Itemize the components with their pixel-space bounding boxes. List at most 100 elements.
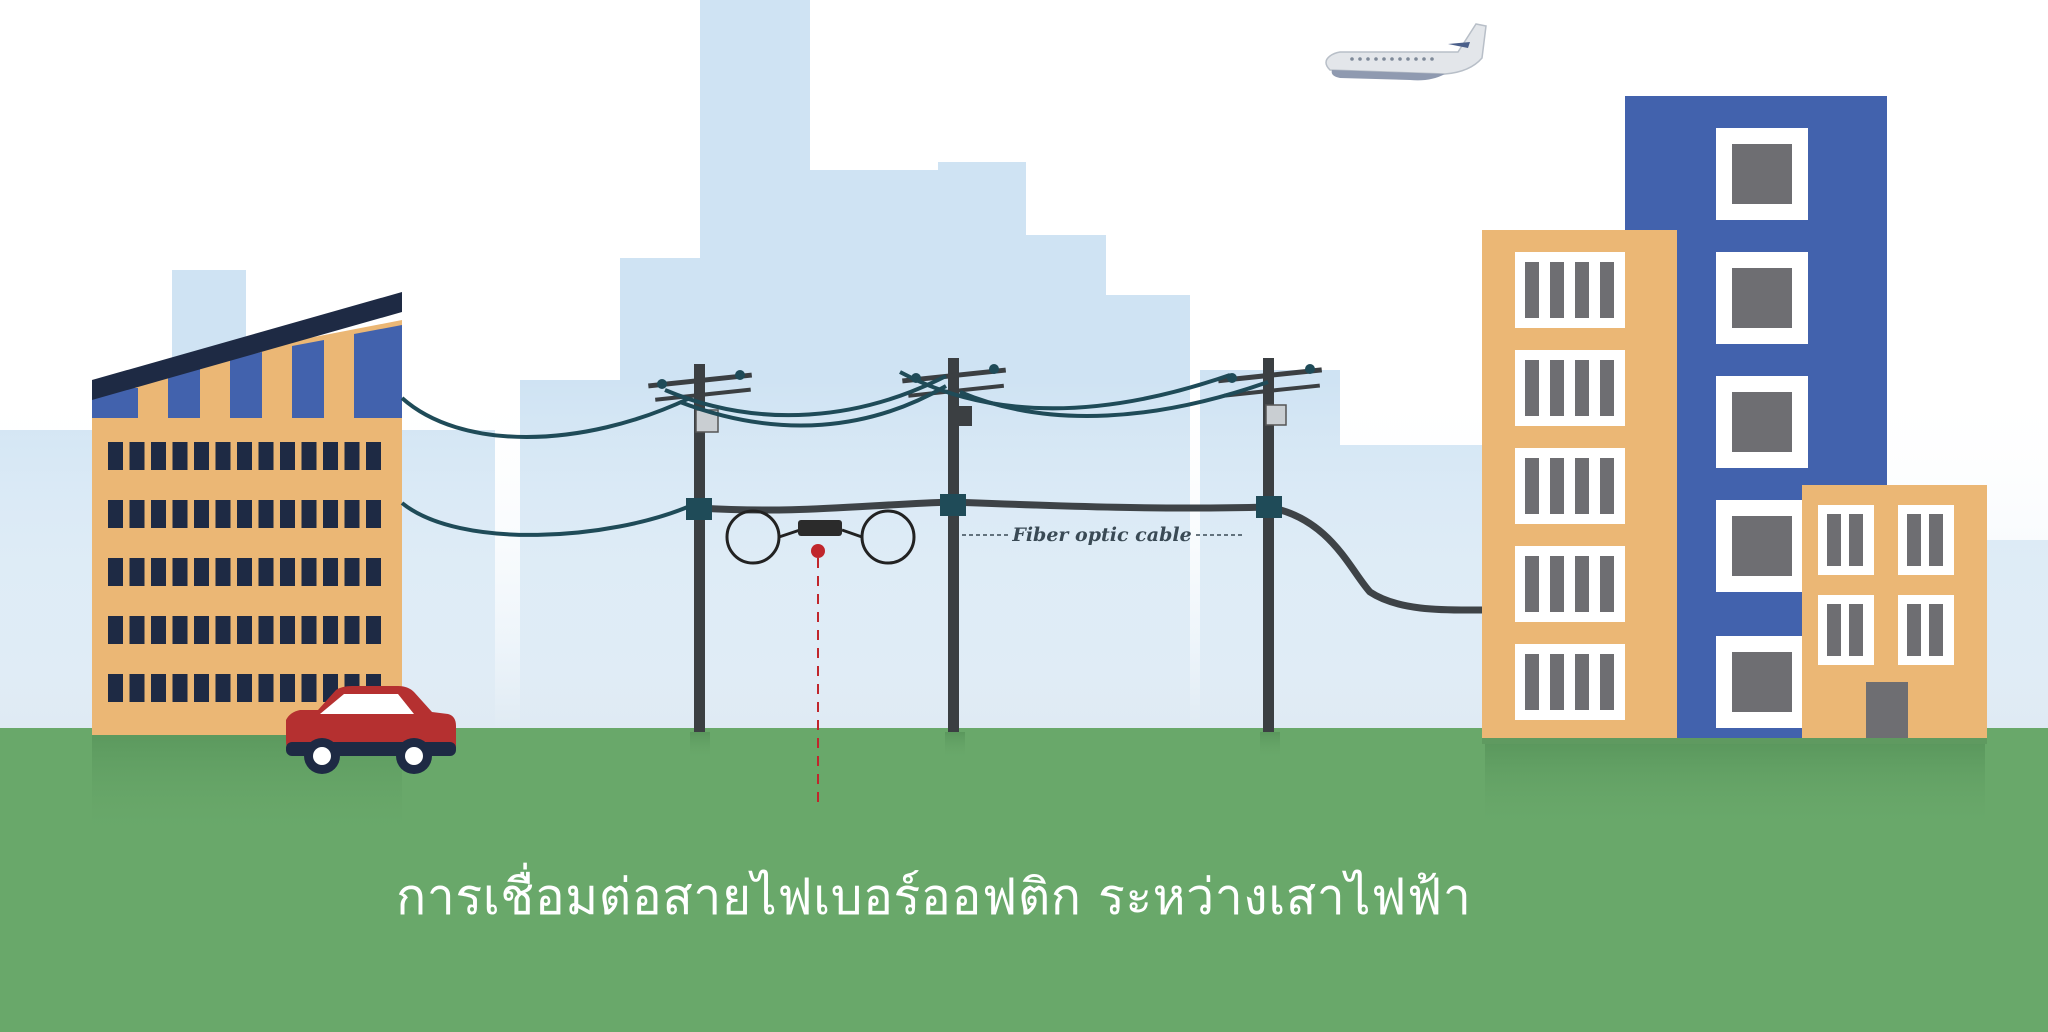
- window: [237, 616, 252, 644]
- window: [301, 442, 317, 470]
- window: [215, 616, 231, 644]
- window: [258, 558, 274, 586]
- window: [1525, 262, 1539, 318]
- apartment-building: [1482, 230, 1677, 742]
- window: [1849, 604, 1863, 656]
- window: [1600, 458, 1614, 514]
- splice-marker: [811, 544, 825, 558]
- apartment-windows: [1515, 252, 1625, 720]
- window: [1575, 262, 1589, 318]
- window: [172, 442, 188, 470]
- window: [301, 674, 317, 702]
- window: [323, 442, 338, 470]
- window: [194, 558, 209, 586]
- window: [151, 500, 166, 528]
- fiber-splice-enclosure: [725, 509, 916, 810]
- window: [301, 500, 317, 528]
- window: [108, 558, 123, 586]
- window: [344, 558, 360, 586]
- utility-pole: [648, 364, 753, 732]
- airplane-icon: [1325, 23, 1487, 81]
- window: [366, 558, 381, 586]
- window: [151, 674, 166, 702]
- window: [1827, 604, 1841, 656]
- window: [1575, 458, 1589, 514]
- window: [129, 558, 145, 586]
- window: [1600, 654, 1614, 710]
- building-left: [92, 292, 402, 735]
- window: [1550, 654, 1564, 710]
- window: [1575, 556, 1589, 612]
- window: [108, 674, 123, 702]
- window: [323, 558, 338, 586]
- window: [1600, 556, 1614, 612]
- window: [215, 674, 231, 702]
- window: [129, 500, 145, 528]
- window: [280, 442, 295, 470]
- window: [237, 442, 252, 470]
- window: [1600, 360, 1614, 416]
- window: [237, 674, 252, 702]
- window: [1550, 458, 1564, 514]
- window: [258, 674, 274, 702]
- window: [366, 442, 381, 470]
- window: [1525, 360, 1539, 416]
- window: [1818, 595, 1874, 665]
- window: [194, 500, 209, 528]
- window: [1849, 514, 1863, 566]
- window: [172, 500, 188, 528]
- window: [237, 558, 252, 586]
- window: [1575, 360, 1589, 416]
- building-shadow: [1485, 742, 1985, 832]
- utility-pole: [1218, 358, 1323, 732]
- overhead-wires: [400, 370, 1269, 537]
- window: [151, 442, 166, 470]
- fiber-optic-cable: [686, 494, 1483, 614]
- window: [108, 442, 123, 470]
- window: [1818, 505, 1874, 575]
- window: [151, 616, 166, 644]
- window: [280, 616, 295, 644]
- window: [258, 616, 274, 644]
- window: [215, 442, 231, 470]
- window: [108, 616, 123, 644]
- window: [323, 500, 338, 528]
- window: [194, 442, 209, 470]
- window: [280, 674, 295, 702]
- window: [215, 558, 231, 586]
- window: [194, 616, 209, 644]
- cable-label: Fiber optic cable: [1011, 524, 1191, 546]
- window: [344, 442, 360, 470]
- window: [108, 500, 123, 528]
- window: [280, 558, 295, 586]
- window: [1907, 604, 1921, 656]
- window: [1827, 514, 1841, 566]
- window: [194, 674, 209, 702]
- window: [1525, 556, 1539, 612]
- window: [151, 558, 166, 586]
- window: [366, 616, 381, 644]
- car-icon: [286, 686, 456, 774]
- window: [129, 616, 145, 644]
- window: [1929, 514, 1943, 566]
- door: [1866, 682, 1908, 742]
- annex-building: [1802, 485, 1987, 742]
- window: [1929, 604, 1943, 656]
- window: [129, 442, 145, 470]
- window: [1575, 654, 1589, 710]
- window: [344, 500, 360, 528]
- window: [1525, 654, 1539, 710]
- window: [280, 500, 295, 528]
- window: [366, 500, 381, 528]
- window: [129, 674, 145, 702]
- window: [172, 558, 188, 586]
- window: [172, 616, 188, 644]
- window: [215, 500, 231, 528]
- window: [237, 500, 252, 528]
- window: [323, 616, 338, 644]
- window: [1550, 262, 1564, 318]
- window: [1550, 360, 1564, 416]
- window: [344, 616, 360, 644]
